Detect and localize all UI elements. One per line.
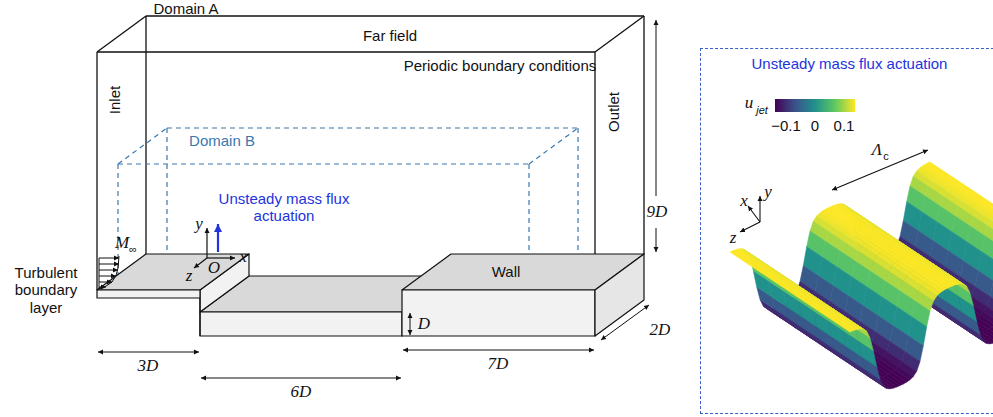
axis-label: z [186,266,193,286]
wavelength-subscript: c [883,150,889,163]
axis-label: x [740,191,748,211]
colorbar [775,99,855,112]
symbol-subscript: ∞ [129,243,137,256]
dimension-label: 6D [291,382,312,402]
dimension-label: 2D [650,320,671,340]
inflow-label: Turbulent boundary layer [0,264,92,316]
dimension-label: 9D [647,202,668,222]
actuation-arrow [217,224,219,252]
colorbar-tick: 0 [811,117,819,134]
axis-label: y [195,214,203,234]
panel-title: Unsteady mass flux actuation [701,49,993,72]
domain-label: Domain A [153,0,218,17]
axis-label: y [764,182,772,202]
colorbar-symbol: u [745,93,754,113]
velocity-profile [99,256,119,289]
domain-a-outline [97,16,644,290]
dimension-label: 3D [138,356,159,376]
colorbar-subscript: jet [756,104,768,117]
dimension-lines [98,20,656,378]
surface-patch [745,261,763,272]
domain-label: Domain B [189,132,255,149]
origin-label: O [208,258,220,278]
surface-patch [790,291,808,302]
surface-patch [760,271,778,282]
boundary-label: Periodic boundary conditions [404,57,597,74]
dimension-label: 7D [488,354,509,374]
surface-patch [775,281,793,292]
inset-panel: Unsteady mass flux actuation [700,48,993,414]
wall-label: Wall [492,263,521,280]
boundary-label: Far field [363,27,417,44]
axis-label: z [730,228,737,248]
colorbar-tick: −0.1 [771,117,801,134]
surface-patch [805,301,823,312]
surface-patch [820,311,838,322]
actuation-surface [730,162,993,389]
wavelength-symbol: Λ [872,140,882,160]
symbol: M [115,233,129,253]
actuation-label: Unsteady mass flux actuation [214,190,354,225]
dimension-label: D [418,314,430,334]
surface-patch [730,251,748,262]
boundary-label: Inlet [106,86,123,114]
colorbar-tick: 0.1 [834,117,855,134]
wall-geometry [97,254,644,336]
surface-patch [835,321,853,332]
boundary-label: Outlet [605,92,622,132]
axis-label: x [239,247,247,267]
